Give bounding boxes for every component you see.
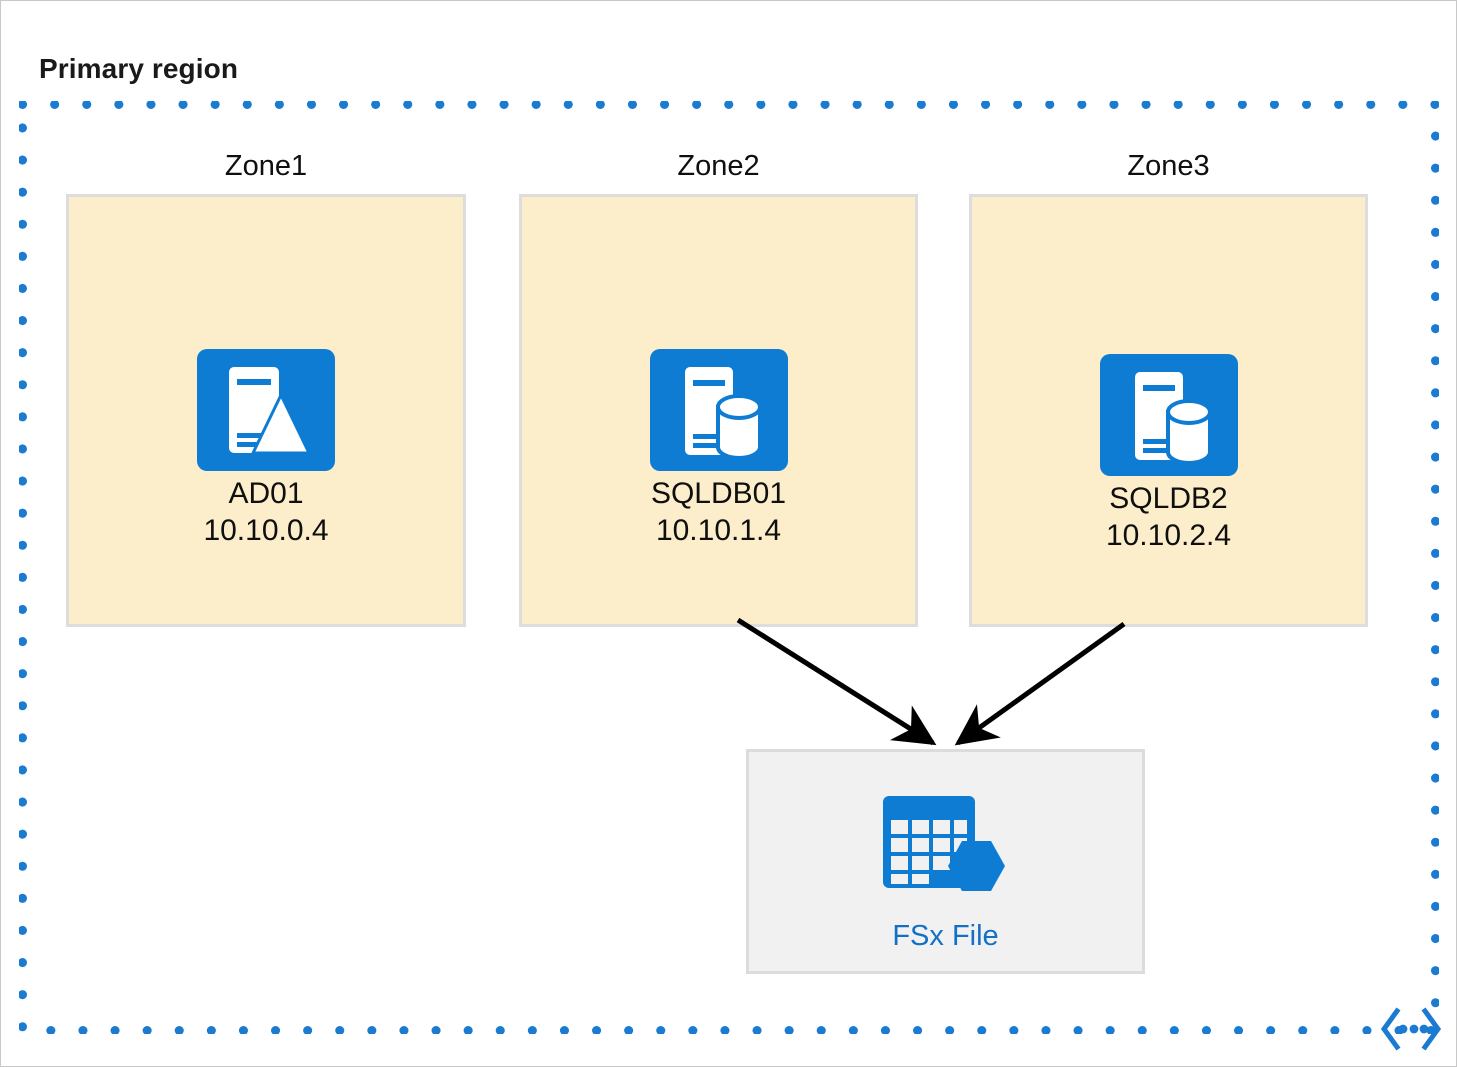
service-label-fsx-file: FSx File bbox=[892, 920, 999, 952]
node-sqldb2[interactable]: SQLDB2 10.10.2.4 bbox=[969, 354, 1368, 554]
domain-controller-icon bbox=[197, 349, 335, 471]
node-ip-address: 10.10.0.4 bbox=[203, 514, 329, 548]
node-name: SQLDB01 bbox=[650, 477, 787, 510]
zone-label-zone3: Zone3 bbox=[1127, 150, 1210, 182]
fsx-content: FSx File bbox=[749, 794, 1142, 953]
node-name: AD01 bbox=[228, 477, 304, 510]
primary-region-boundary bbox=[19, 101, 1439, 1034]
node-name: SQLDB2 bbox=[1109, 482, 1228, 515]
sql-server-database-icon bbox=[649, 349, 788, 471]
sql-server-database-icon bbox=[1099, 354, 1238, 476]
node-ad01[interactable]: AD01 10.10.0.4 bbox=[66, 349, 466, 549]
fsx-file-share-icon bbox=[882, 796, 1005, 891]
node-ip-address: 10.10.1.4 bbox=[655, 514, 782, 548]
zone-container-zone1: Zone1 AD01 10.10.0.4 bbox=[66, 150, 466, 627]
zone-label-zone2: Zone2 bbox=[677, 150, 760, 182]
zone-label-zone1: Zone1 bbox=[224, 150, 308, 182]
node-sqldb01[interactable]: SQLDB01 10.10.1.4 bbox=[519, 349, 918, 549]
service-box-fsx-file[interactable]: FSx File bbox=[746, 749, 1145, 974]
zone-container-zone3: Zone3 SQLDB2 10.10.2.4 bbox=[969, 150, 1368, 627]
zone-container-zone2: Zone2 SQLDB01 10.10.1.4 bbox=[519, 150, 918, 627]
node-ip-address: 10.10.2.4 bbox=[1105, 519, 1232, 553]
page-title: Primary region bbox=[39, 53, 239, 84]
azure-region-icon bbox=[1380, 1007, 1442, 1051]
